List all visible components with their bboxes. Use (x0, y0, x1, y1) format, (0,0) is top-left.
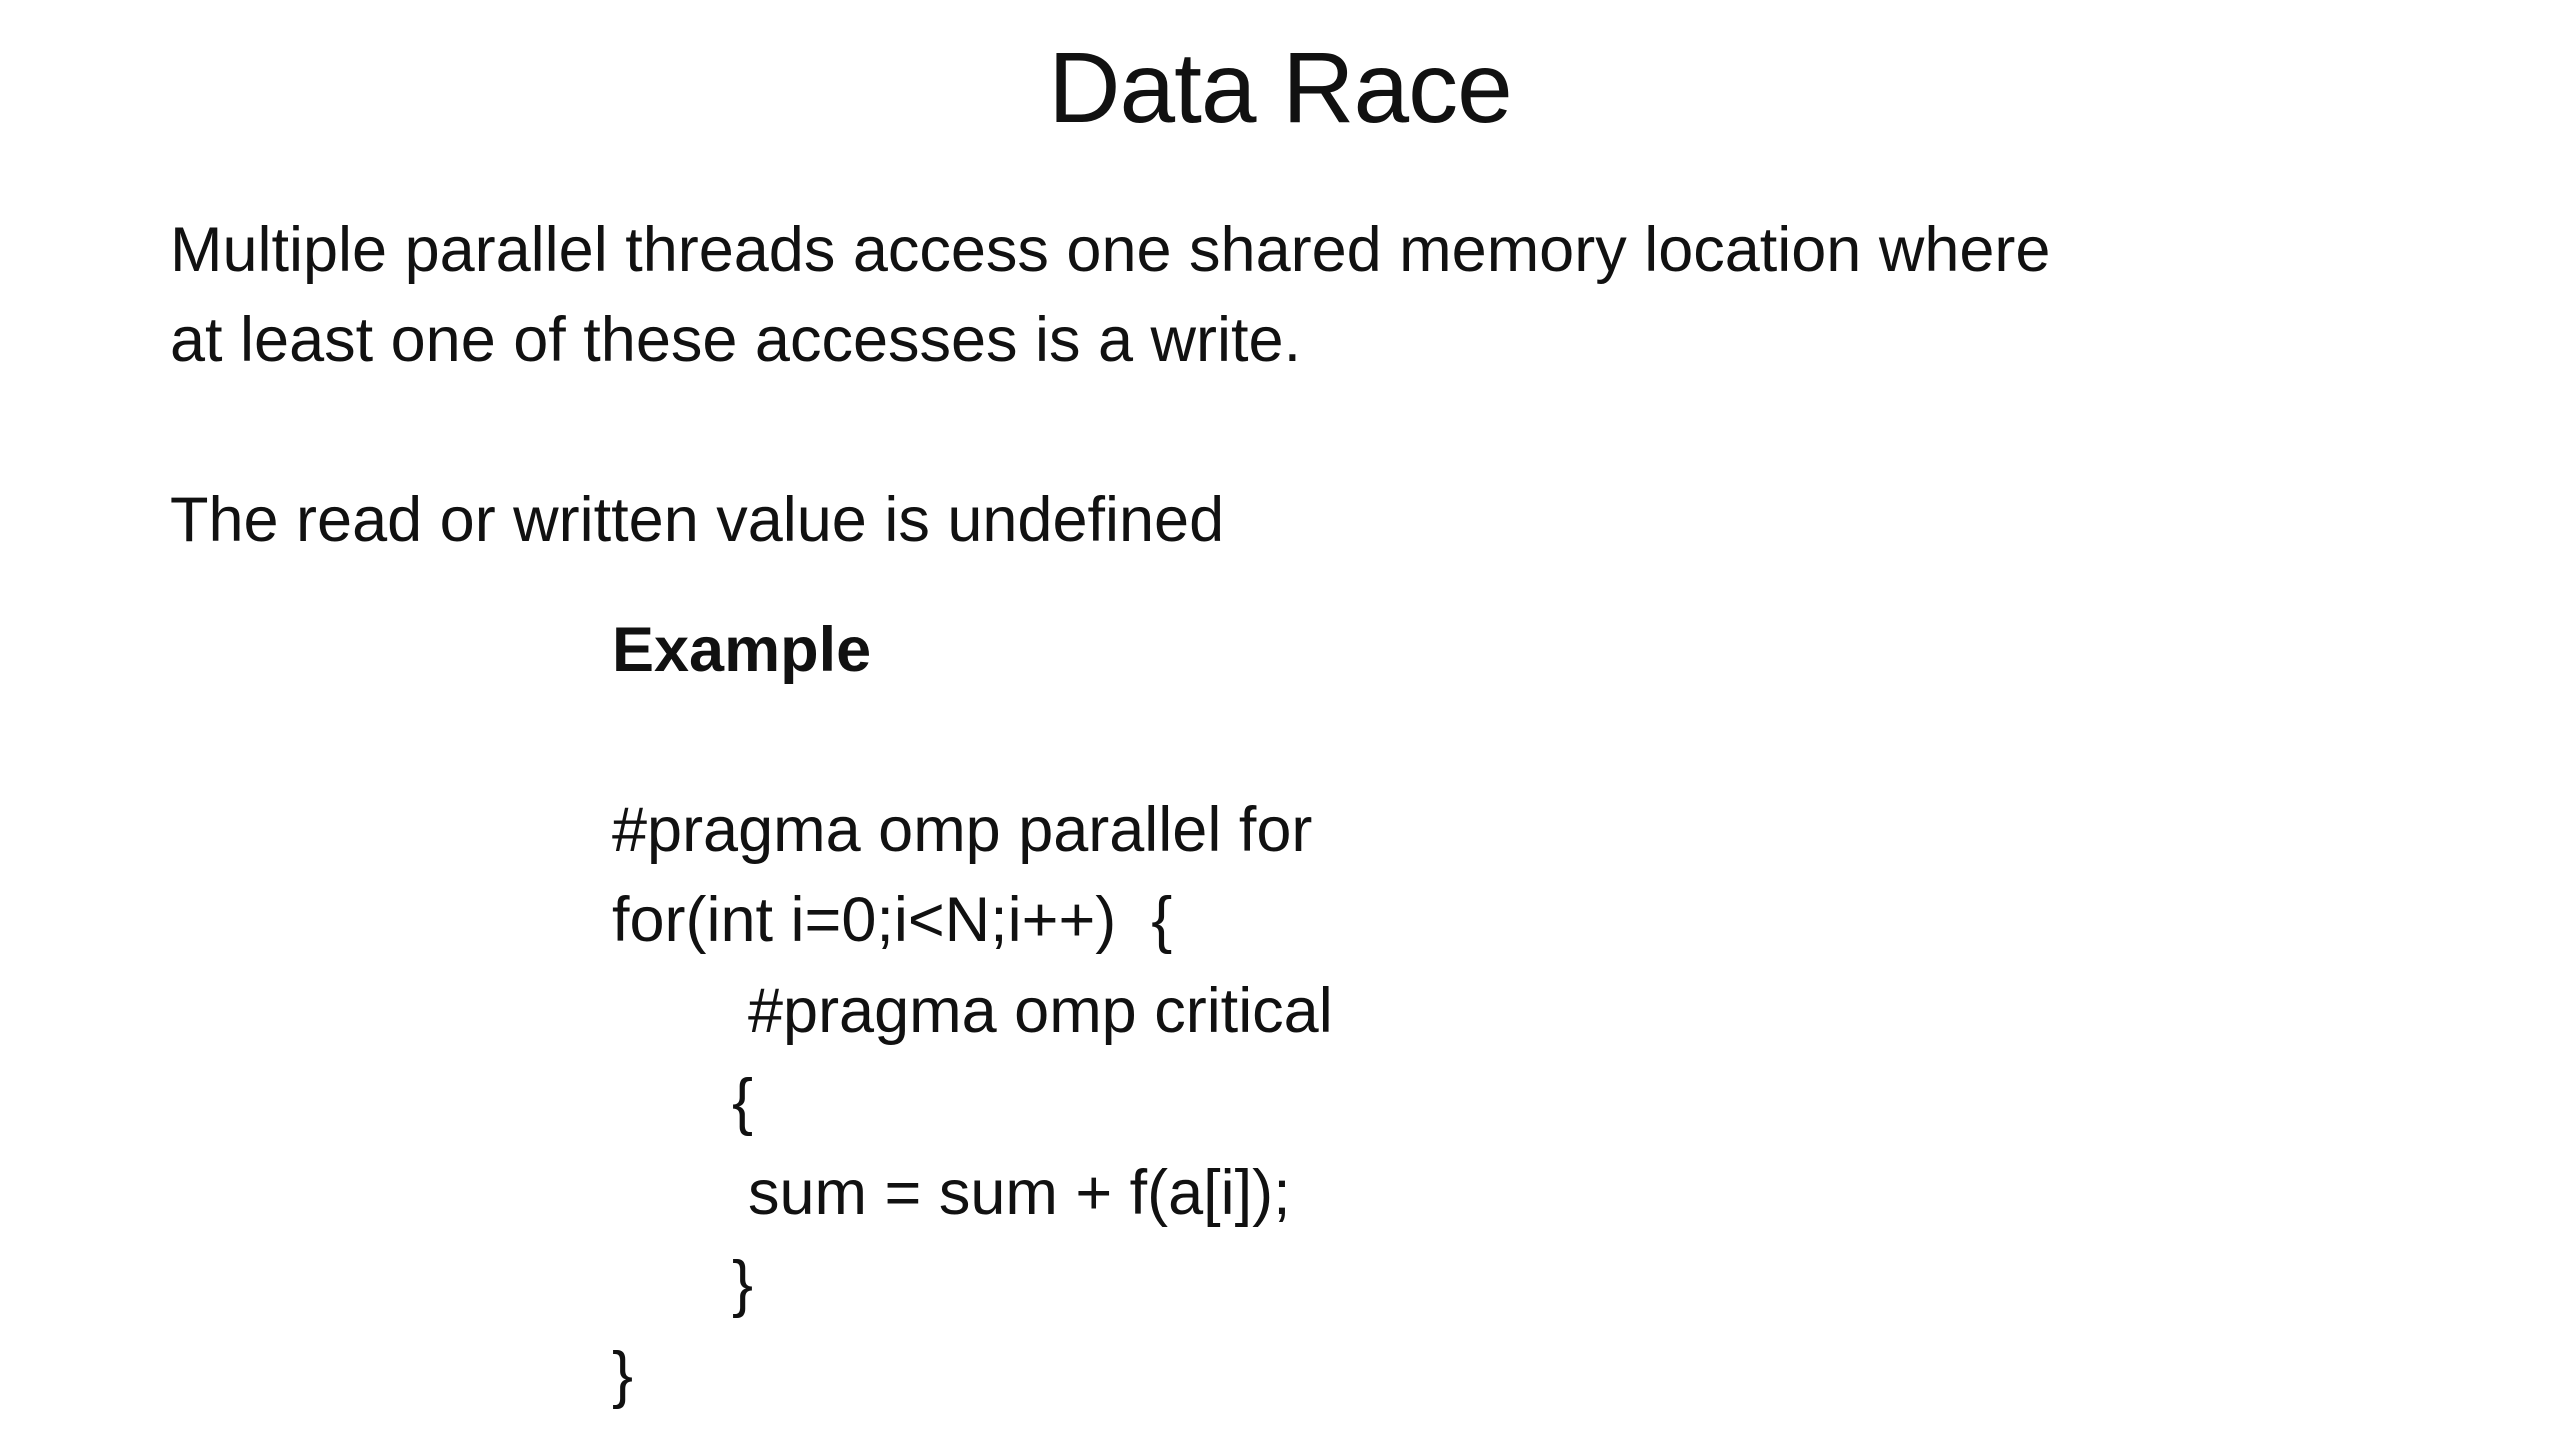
example-heading: Example (612, 615, 872, 685)
code-line: { (732, 1067, 754, 1137)
code-line: #pragma omp critical (748, 976, 1333, 1046)
code-line: for(int i=0;i<N;i++) { (612, 885, 1173, 955)
code-line: } (612, 1340, 634, 1410)
code-line: sum = sum + f(a[i]); (748, 1158, 1291, 1228)
definition-line-2: at least one of these accesses is a writ… (170, 305, 1302, 375)
code-line: } (732, 1249, 754, 1319)
slide-title: Data Race (1048, 32, 1512, 144)
code-line: #pragma omp parallel for (612, 795, 1313, 865)
undefined-value-statement: The read or written value is undefined (170, 485, 1225, 555)
definition-line-1: Multiple parallel threads access one sha… (170, 215, 2051, 285)
